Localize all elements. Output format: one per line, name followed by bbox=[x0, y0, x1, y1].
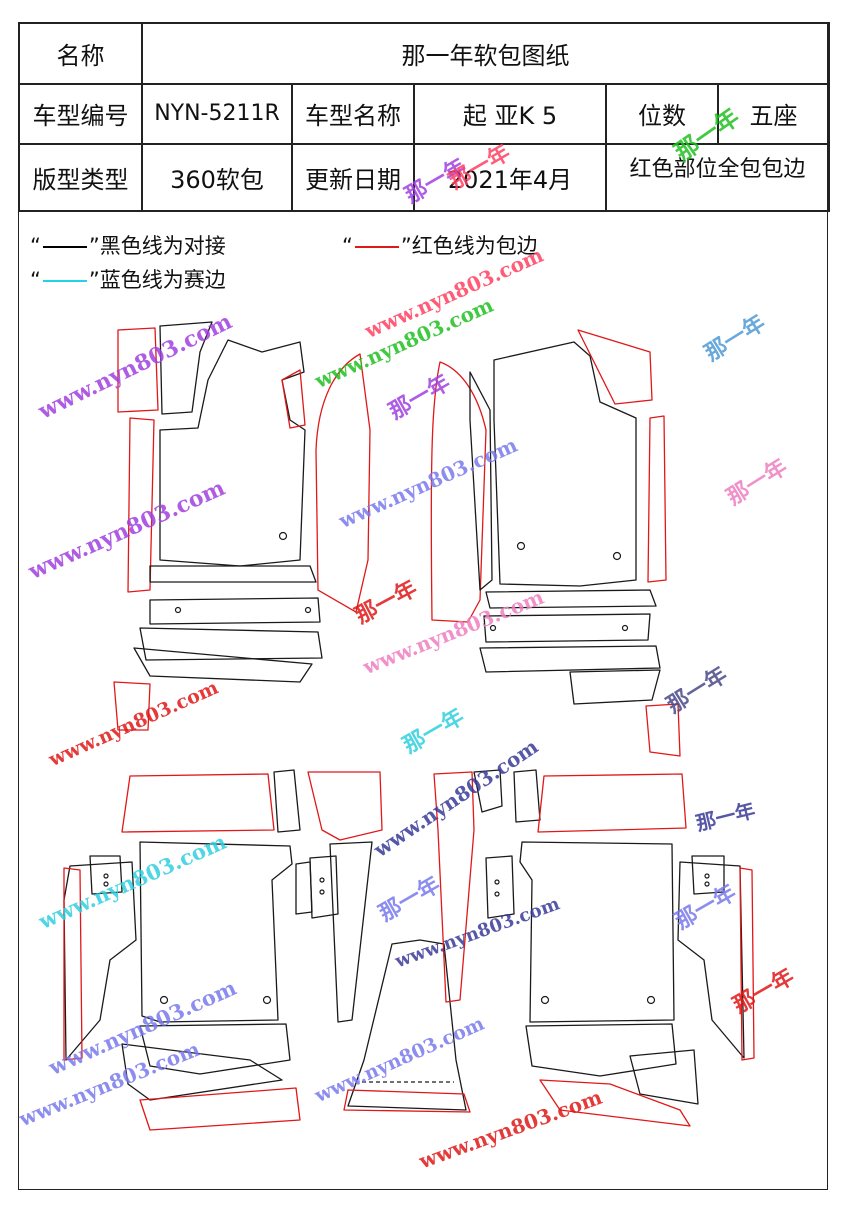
rear-left-arch-1 bbox=[139, 1023, 291, 1075]
front-left-hole-1 bbox=[278, 531, 288, 541]
front-right-strip bbox=[469, 371, 493, 591]
rear-left-side-edge bbox=[63, 867, 83, 1061]
front-left-rail-4 bbox=[133, 647, 313, 683]
type-value: 360软包 bbox=[141, 143, 293, 212]
front-right-side-panel bbox=[647, 415, 667, 583]
rear-left-wide-cap bbox=[121, 773, 275, 833]
rear-right-center-box bbox=[485, 855, 515, 919]
front-left-rail-1 bbox=[149, 565, 317, 583]
front-left-corner bbox=[113, 681, 151, 731]
front-left-rail-2 bbox=[149, 597, 321, 625]
rear-right-hole-2 bbox=[646, 995, 656, 1005]
front-right-hole-3 bbox=[489, 624, 497, 632]
rear-right-hole-3 bbox=[704, 873, 710, 879]
note-value: 红色部位全包包边 bbox=[605, 143, 830, 212]
front-right-main-floor bbox=[493, 341, 637, 587]
date-value: 2021年4月 bbox=[413, 143, 607, 212]
model-name-label: 车型名称 bbox=[291, 82, 415, 146]
rear-right-arch-2 bbox=[629, 1049, 699, 1105]
rear-left-hole-4 bbox=[103, 881, 109, 887]
front-right-rail-4 bbox=[569, 669, 661, 705]
front-left-long-strip bbox=[127, 417, 155, 593]
rear-right-bracket bbox=[513, 769, 541, 823]
rear-right-hole-6 bbox=[494, 891, 500, 897]
name-value: 那一年软包图纸 bbox=[141, 22, 830, 85]
rear-right-arch-1 bbox=[525, 1023, 677, 1077]
front-left-main-floor bbox=[159, 339, 306, 567]
front-right-rail-3 bbox=[479, 645, 661, 673]
seats-label: 位数 bbox=[605, 82, 719, 146]
rear-left-hinge bbox=[295, 861, 313, 915]
front-right-hole-1 bbox=[516, 541, 526, 551]
legend-black: “”黑色线为对接 bbox=[30, 234, 226, 258]
rear-left-hole-2 bbox=[262, 995, 272, 1005]
type-label: 版型类型 bbox=[18, 143, 143, 212]
spec-table: 名称 那一年软包图纸 车型编号 NYN-5211R 车型名称 起 亚K 5 位数… bbox=[18, 22, 830, 212]
cyan-line-swatch bbox=[42, 280, 87, 282]
front-left-pillar bbox=[159, 321, 213, 415]
front-right-rail-2 bbox=[483, 613, 651, 643]
front-right-hole-4 bbox=[621, 624, 629, 632]
legend-red-text: 红色线为包边 bbox=[411, 234, 538, 258]
front-left-door-curve bbox=[315, 353, 371, 613]
rear-right-hole-5 bbox=[494, 879, 500, 885]
rear-right-hook bbox=[473, 769, 503, 813]
legend-cyan: “”蓝色线为赛边 bbox=[30, 268, 226, 292]
rear-center-parts bbox=[343, 939, 471, 1113]
rear-center-tunnel bbox=[347, 939, 467, 1111]
rear-left-small-box bbox=[89, 855, 123, 895]
front-left-rail-3 bbox=[139, 627, 323, 661]
rear-right-side-edge bbox=[739, 867, 755, 1061]
front-right-hole-2 bbox=[612, 551, 622, 561]
rear-center-tunnel-base bbox=[343, 1089, 471, 1113]
rear-right-wide-cap bbox=[537, 773, 687, 833]
model-no-label: 车型编号 bbox=[18, 82, 143, 146]
front-right-parts bbox=[430, 329, 681, 757]
front-left-tunnel-side bbox=[281, 369, 306, 429]
rear-left-parts bbox=[63, 769, 383, 1131]
front-left-parts bbox=[113, 321, 371, 731]
rear-right-hole-1 bbox=[540, 995, 550, 1005]
rear-left-arch-2 bbox=[121, 1043, 283, 1101]
legend-red: “”红色线为包边 bbox=[342, 234, 538, 258]
rear-left-hole-5 bbox=[319, 877, 325, 883]
rear-right-side-panel bbox=[677, 861, 745, 1059]
rear-left-main-floor bbox=[139, 841, 293, 1023]
red-line-swatch bbox=[354, 246, 399, 248]
front-left-narrow-strip bbox=[117, 327, 159, 413]
front-right-door-curve bbox=[430, 361, 487, 623]
front-left-hole-2 bbox=[174, 606, 182, 614]
rear-left-hole-1 bbox=[159, 995, 169, 1005]
front-left-hole-3 bbox=[304, 606, 312, 614]
model-name-value: 起 亚K 5 bbox=[413, 82, 607, 146]
date-label: 更新日期 bbox=[291, 143, 415, 212]
rear-left-hole-6 bbox=[319, 889, 325, 895]
name-label: 名称 bbox=[18, 22, 143, 85]
model-no-value: NYN-5211R bbox=[141, 82, 293, 146]
rear-right-arch-3 bbox=[539, 1079, 691, 1127]
rear-left-bracket bbox=[273, 769, 301, 833]
front-right-top-cap bbox=[577, 329, 653, 405]
rear-right-parts bbox=[433, 769, 755, 1127]
seats-value: 五座 bbox=[717, 82, 830, 146]
rear-left-tunnel-strip bbox=[329, 841, 373, 1023]
legend-black-text: 黑色线为对接 bbox=[99, 234, 226, 258]
rear-right-tall-strip bbox=[433, 771, 475, 1003]
front-right-rail-1 bbox=[485, 589, 657, 609]
rear-left-shield bbox=[307, 771, 383, 841]
rear-right-hole-4 bbox=[704, 881, 710, 887]
legend-cyan-text: 蓝色线为赛边 bbox=[99, 268, 226, 292]
rear-left-center-box bbox=[309, 855, 339, 919]
rear-left-arch-3 bbox=[139, 1087, 301, 1131]
rear-right-main-floor bbox=[519, 841, 675, 1023]
front-right-corner bbox=[645, 703, 681, 757]
rear-right-small-box bbox=[691, 855, 725, 895]
rear-left-hole-3 bbox=[103, 873, 109, 879]
black-line-swatch bbox=[42, 246, 87, 248]
